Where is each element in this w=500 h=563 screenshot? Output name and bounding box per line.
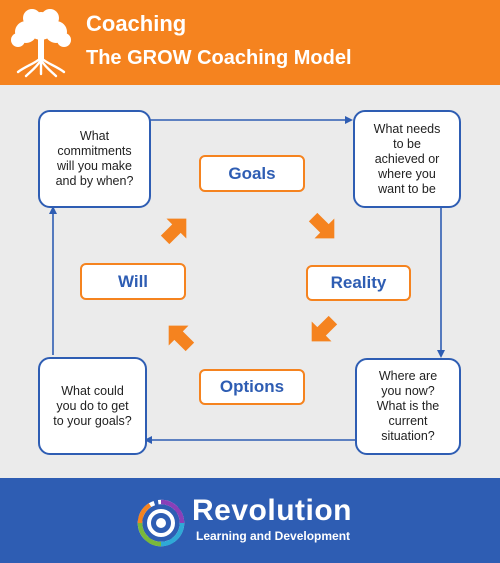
question-reality-line: situation? [381,429,435,443]
question-reality-line: current [388,414,428,428]
footer-brand: Revolution [192,494,352,527]
revolution-ring-logo [137,499,185,547]
question-reality-line: What is the [376,399,440,413]
question-goals-line: achieved or [374,151,440,166]
footer-banner: Revolution Learning and Development [0,478,500,563]
stage-goals: Goals [199,155,305,192]
question-reality-line: you now? [381,384,435,398]
question-will-line: and by when? [55,174,134,188]
question-will-line: commitments [57,144,132,158]
tree-icon [11,9,71,78]
question-box-will: What commitments will you make and by wh… [38,110,151,208]
question-box-goals: What needs to be achieved or where you w… [353,110,461,208]
question-options-line: to your goals? [53,413,132,428]
question-options-line: you do to get [56,398,129,413]
question-will-line: will you make [56,159,133,173]
question-goals-line: want to be [378,181,436,196]
question-goals-line: What needs [373,121,441,136]
question-box-reality: Where are you now? What is the current s… [355,358,461,455]
question-reality-line: Where are [378,369,438,383]
header-title: Coaching [86,11,187,36]
question-goals-line: to be [393,136,421,151]
header-subtitle: The GROW Coaching Model [86,47,352,69]
stage-options: Options [199,369,305,405]
stage-reality: Reality [306,265,411,301]
stage-will: Will [80,263,186,300]
question-will-line: What [79,129,110,143]
question-box-options: What could you do to get to your goals? [38,357,147,455]
footer-tagline: Learning and Development [196,529,351,543]
question-goals-line: where you [378,166,436,181]
question-options-line: What could [61,383,124,398]
header-banner: Coaching The GROW Coaching Model [0,0,500,85]
